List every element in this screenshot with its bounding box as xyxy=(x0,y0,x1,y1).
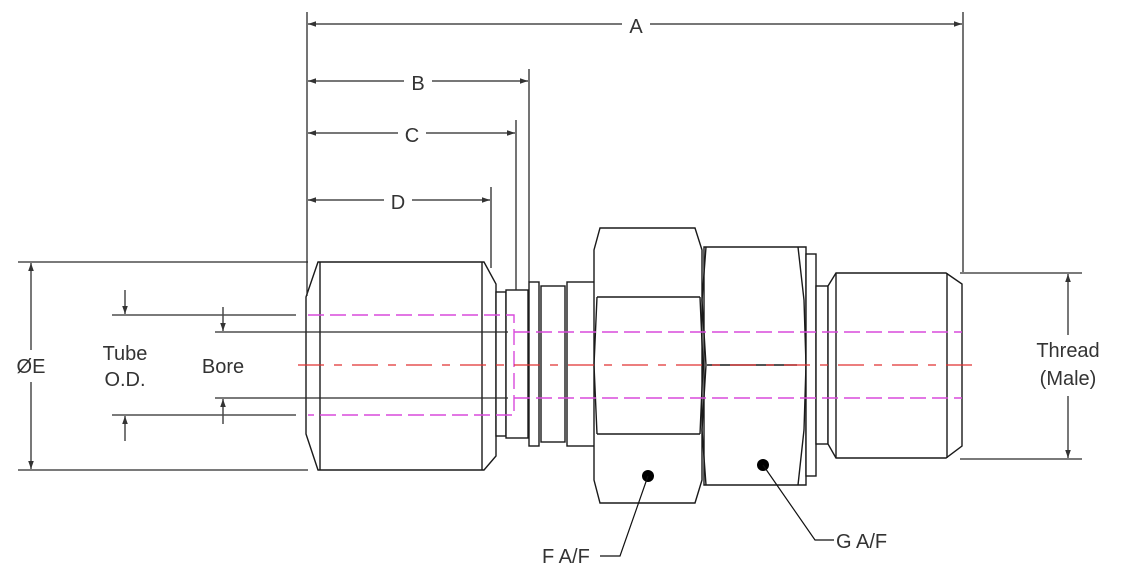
label-g: G A/F xyxy=(836,531,887,553)
label-thread-line2: (Male) xyxy=(1040,368,1097,390)
male-thread-end xyxy=(805,253,963,477)
hex-g xyxy=(701,246,807,486)
dimension-b: B xyxy=(308,73,528,95)
label-tube-od-line1: Tube xyxy=(103,343,148,365)
dimension-c: C xyxy=(308,125,515,147)
callout-g: G A/F xyxy=(757,459,887,553)
label-b: B xyxy=(411,73,424,95)
tube-nut-body xyxy=(305,261,497,471)
label-d: D xyxy=(391,192,405,214)
ferrule-section xyxy=(495,281,596,447)
label-f: F A/F xyxy=(542,546,590,568)
label-thread-line1: Thread xyxy=(1036,340,1099,362)
label-a: A xyxy=(629,16,643,38)
dimension-e: ØE xyxy=(17,263,46,469)
dimension-bore: Bore xyxy=(202,307,244,424)
dimension-d: D xyxy=(308,192,490,214)
label-bore: Bore xyxy=(202,356,244,378)
extension-lines xyxy=(18,12,1082,471)
label-c: C xyxy=(405,125,419,147)
label-e: ØE xyxy=(17,356,46,378)
dimension-thread: Thread (Male) xyxy=(1036,274,1100,458)
dimension-a: A xyxy=(308,16,962,38)
bore-lines xyxy=(215,331,508,399)
callout-f: F A/F xyxy=(542,470,654,568)
dimension-tube-od: Tube O.D. xyxy=(103,290,148,441)
label-tube-od-line2: O.D. xyxy=(104,369,145,391)
